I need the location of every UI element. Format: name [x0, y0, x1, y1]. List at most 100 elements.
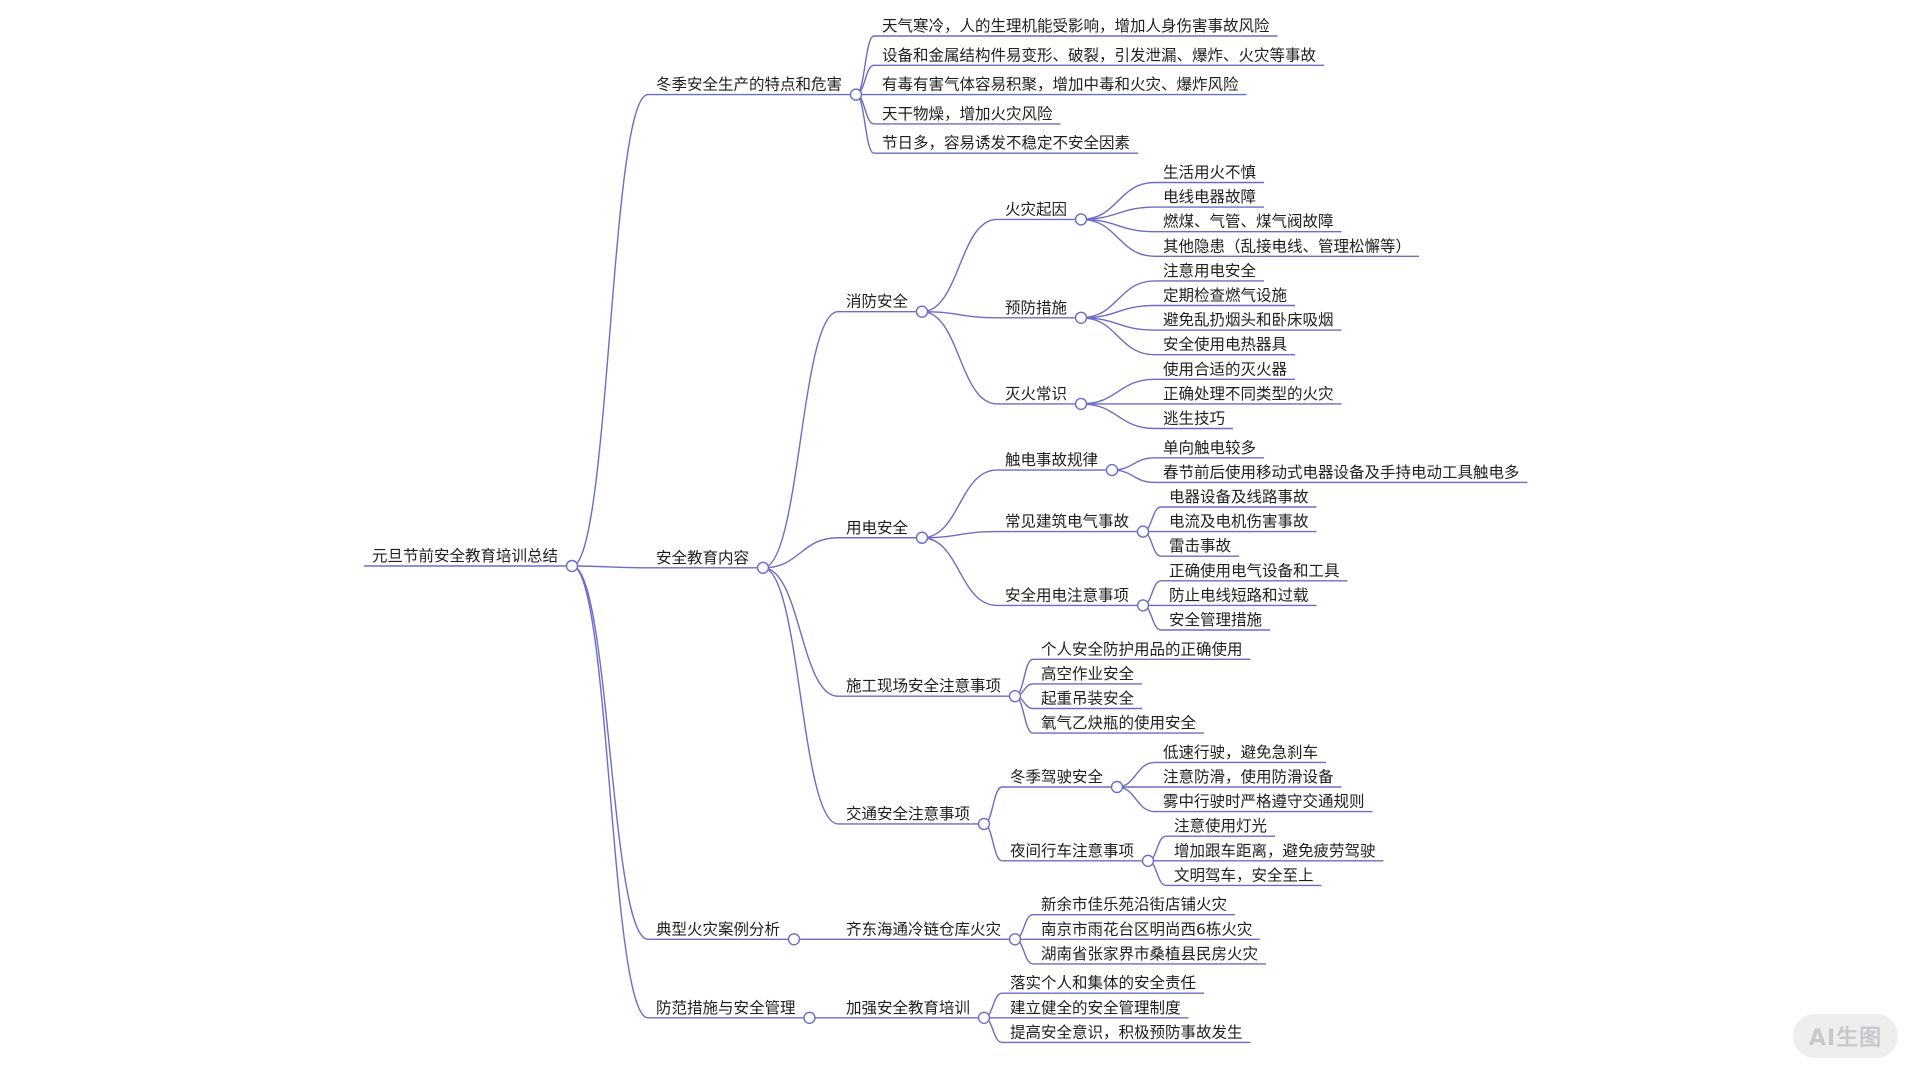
branch-connector [762, 310, 839, 569]
branch-connector [571, 565, 649, 940]
branch-connector [855, 93, 875, 154]
node-label-d4: 安全管理措施 [1169, 611, 1262, 629]
collapse-toggle-icon[interactable] [1141, 854, 1155, 867]
collapse-toggle-icon[interactable] [1136, 525, 1150, 538]
collapse-toggle-icon[interactable] [565, 559, 579, 573]
node-label-d3: 灭火常识 [1005, 385, 1067, 403]
node-label-d3: 提高安全意识，积极预防事故发生 [1010, 1022, 1243, 1041]
collapse-toggle-icon[interactable] [1136, 599, 1150, 612]
collapse-toggle-icon[interactable] [849, 88, 863, 101]
node-label-d4: 雾中行驶时严格遵守交通规则 [1163, 793, 1365, 811]
node-label-d2: 有毒有害气体容易积聚，增加中毒和火灾、爆炸风险 [882, 75, 1239, 94]
node-label-d3: 高空作业安全 [1041, 665, 1135, 683]
branch-connector [921, 310, 998, 405]
node-label-d3: 新余市佳乐苑沿街店铺火灾 [1041, 895, 1227, 914]
node-label-d4: 电流及电机伤害事故 [1169, 513, 1309, 531]
branch-connector [1116, 786, 1156, 813]
node-label-d4: 雷击事故 [1169, 537, 1231, 555]
collapse-toggle-icon[interactable] [1110, 780, 1124, 794]
node-label-d4: 安全使用电热器具 [1163, 336, 1287, 354]
node-label-d1: 防范措施与安全管理 [656, 999, 796, 1017]
branch-connector [921, 530, 998, 539]
node-label-d3: 落实个人和集体的安全责任 [1010, 974, 1196, 992]
branch-connector [1080, 218, 1156, 257]
collapse-toggle-icon[interactable] [803, 1011, 816, 1024]
node-label-d3: 预防措施 [1005, 299, 1067, 317]
node-label-d4: 生活用火不慎 [1163, 164, 1257, 182]
branch-connector [1080, 181, 1156, 221]
node-label-d3: 冬季驾驶安全 [1010, 768, 1104, 786]
node-label-d4: 单向触电较多 [1163, 439, 1256, 457]
watermark-badge: AI生图 [1793, 1014, 1898, 1058]
node-label-d4: 正确处理不同类型的火灾 [1163, 385, 1334, 403]
branch-connector [1111, 469, 1156, 484]
node-label-d4: 注意防滑，使用防滑设备 [1163, 767, 1334, 786]
node-label-d4: 使用合适的灭火器 [1163, 360, 1288, 378]
collapse-toggle-icon[interactable] [787, 933, 801, 946]
node-label-d3: 常见建筑电气事故 [1005, 513, 1129, 531]
node-label-d3: 建立健全的安全管理制度 [1010, 999, 1181, 1017]
node-label-d2: 加强安全教育培训 [846, 999, 970, 1017]
collapse-toggle-icon[interactable] [1008, 933, 1022, 946]
branch-connector [921, 469, 998, 539]
branch-connector [1116, 761, 1156, 788]
node-label-d1: 典型火灾案例分析 [656, 920, 780, 938]
node-label-d2: 天干物燥，增加火灾风险 [882, 105, 1053, 123]
branch-connector [762, 567, 839, 825]
node-label-d4: 正确使用电气设备和工具 [1169, 562, 1340, 580]
node-label-d0: 元旦节前安全教育培训总结 [372, 547, 558, 565]
node-label-d4: 注意用电安全 [1163, 261, 1257, 280]
node-label-d3: 安全用电注意事项 [1005, 585, 1129, 604]
collapse-toggle-icon[interactable] [977, 1011, 991, 1024]
node-label-d4: 低速行驶，避免急刹车 [1163, 743, 1318, 761]
branch-connector [921, 310, 998, 319]
node-label-d4: 电器设备及线路事故 [1169, 488, 1309, 506]
node-label-d3: 氧气乙炔瓶的使用安全 [1041, 714, 1197, 732]
branch-connector [762, 567, 839, 697]
node-label-d3: 湖南省张家界市桑植县民房火灾 [1041, 945, 1258, 963]
node-label-d3: 起重吊装安全 [1041, 690, 1135, 708]
branch-connector [1080, 280, 1156, 319]
node-label-d2: 天气寒冷，人的生理机能受影响，增加人身伤害事故风险 [882, 16, 1270, 35]
branch-connector [1080, 378, 1156, 405]
node-label-d4: 防止电线短路和过载 [1169, 586, 1309, 604]
node-label-d4: 逃生技巧 [1163, 410, 1225, 428]
collapse-toggle-icon[interactable] [756, 561, 770, 574]
collapse-toggle-icon[interactable] [1074, 311, 1088, 324]
node-label-d1: 冬季安全生产的特点和危害 [656, 76, 842, 94]
node-label-d2: 施工现场安全注意事项 [846, 676, 1001, 695]
collapse-toggle-icon[interactable] [1074, 213, 1088, 226]
branch-connector [855, 35, 875, 96]
branch-connector [921, 218, 998, 313]
branch-connector [1080, 317, 1156, 356]
node-label-d3: 触电事故规律 [1005, 451, 1098, 469]
node-label-d3: 个人安全防护用品的正确使用 [1041, 640, 1243, 658]
node-label-d4: 注意使用灯光 [1174, 816, 1267, 835]
node-label-d4: 电线电器故障 [1163, 188, 1256, 206]
collapse-toggle-icon[interactable] [1105, 463, 1119, 477]
node-label-d2: 齐东海通冷链仓库火灾 [846, 920, 1001, 938]
collapse-toggle-icon[interactable] [1008, 690, 1022, 703]
branch-connector [571, 565, 649, 1019]
node-label-d4: 定期检查燃气设施 [1163, 287, 1287, 305]
node-label-d2: 交通安全注意事项 [846, 804, 970, 823]
node-label-d4: 避免乱扔烟头和卧床吸烟 [1163, 311, 1334, 329]
node-label-d2: 设备和金属结构件易变形、破裂，引发泄漏、爆炸、火灾等事故 [882, 45, 1316, 64]
node-label-d3: 夜间行车注意事项 [1010, 841, 1134, 860]
collapse-toggle-icon[interactable] [977, 817, 991, 831]
branch-connector [571, 565, 649, 569]
node-label-d4: 春节前后使用移动式电器设备及手持电动工具触电多 [1163, 463, 1520, 481]
branch-connector [1080, 403, 1156, 430]
node-label-d1: 安全教育内容 [656, 549, 749, 567]
collapse-toggle-icon[interactable] [1074, 397, 1088, 411]
collapse-toggle-icon[interactable] [915, 531, 929, 544]
branch-connector [762, 537, 839, 569]
collapse-toggle-icon[interactable] [915, 305, 929, 318]
node-label-d2: 节日多，容易诱发不稳定不安全因素 [882, 134, 1130, 152]
node-label-d4: 其他隐患（乱接电线、管理松懈等） [1163, 237, 1411, 255]
mindmap-links [364, 35, 1528, 1044]
branch-connector [1111, 457, 1156, 471]
branch-connector [571, 93, 649, 567]
node-label-d3: 南京市雨花台区明尚西6栋火灾 [1041, 920, 1252, 938]
